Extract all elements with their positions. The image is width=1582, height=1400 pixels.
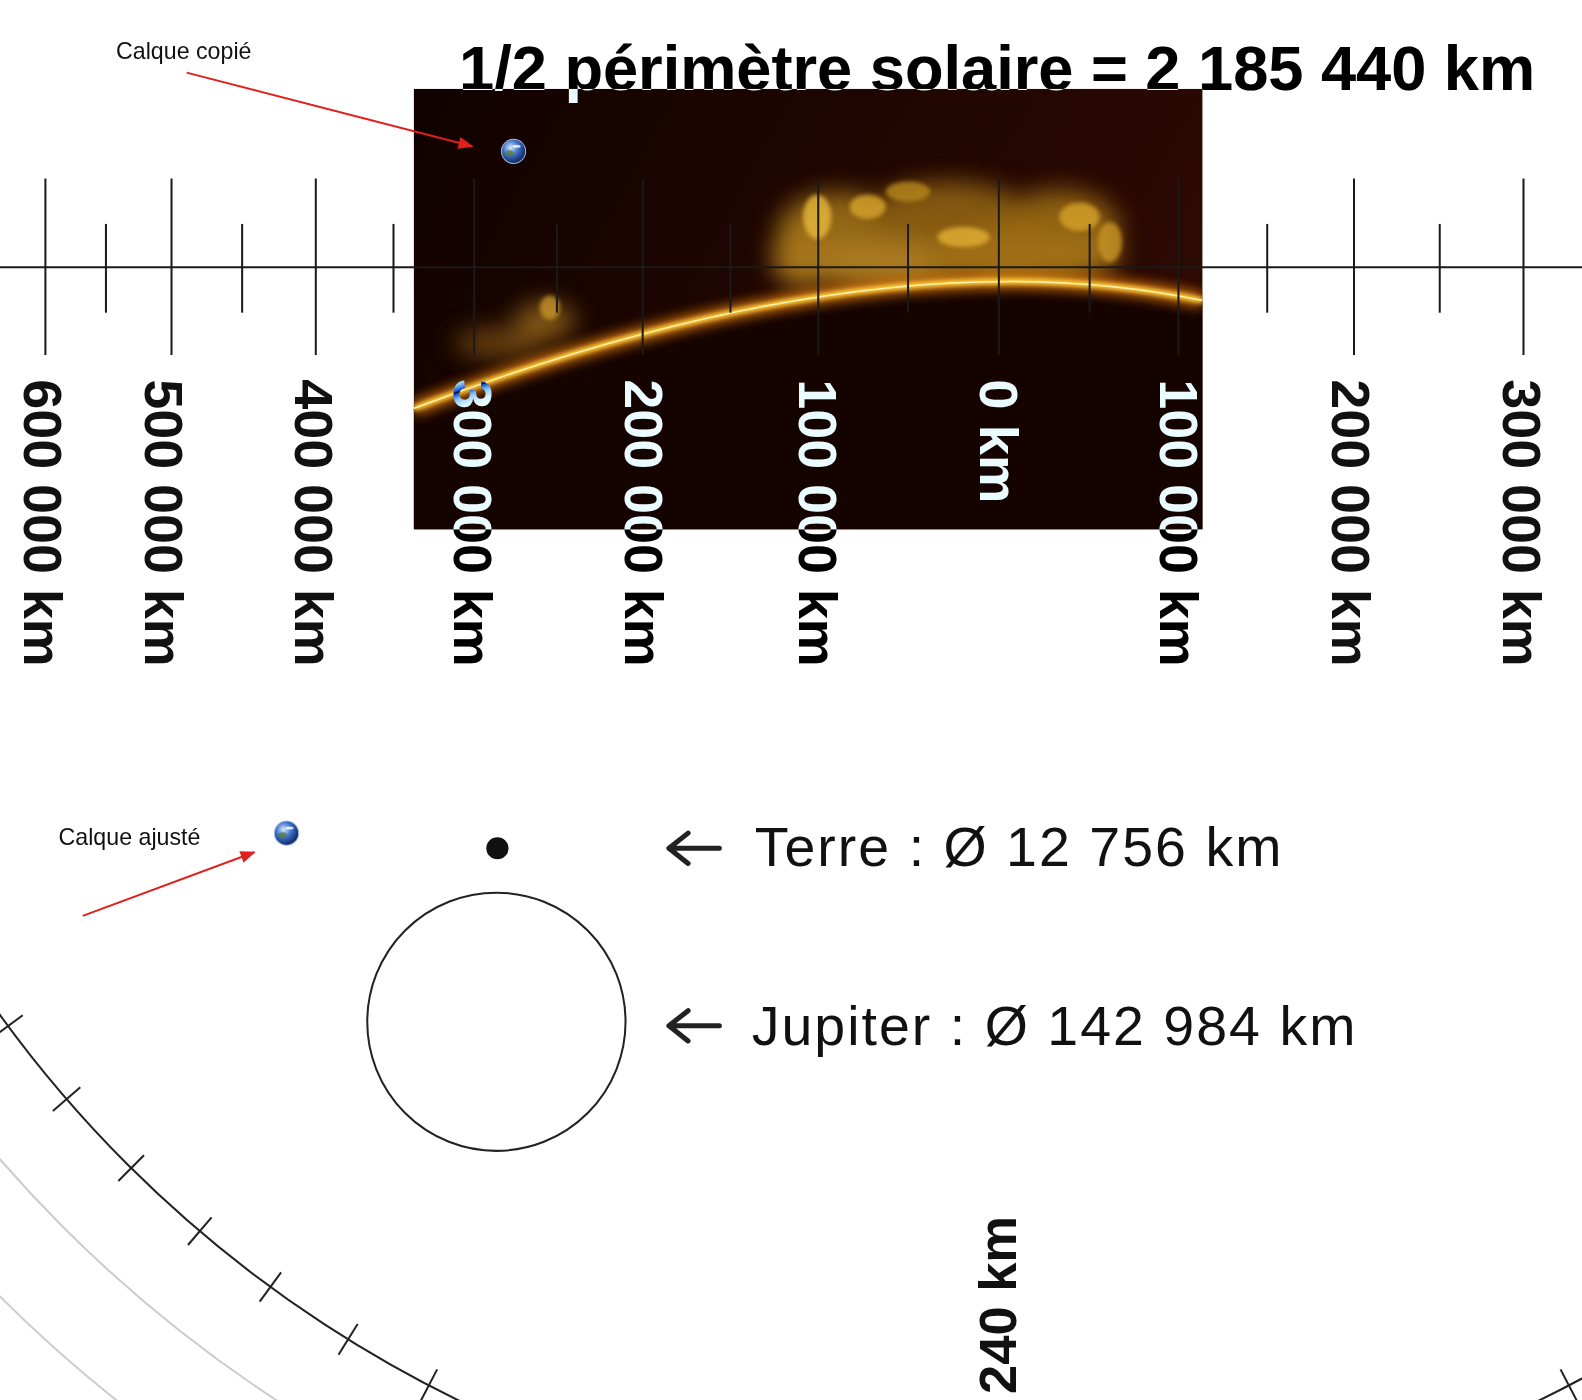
- annotation-label: Calque ajusté: [59, 824, 201, 851]
- annotation-label: Calque copié: [116, 37, 251, 64]
- earth-icon: [274, 821, 298, 845]
- arc-tick: [0, 1015, 23, 1037]
- pointer-arrow: [669, 833, 719, 1041]
- scale-label: 300 000 km: [441, 379, 503, 666]
- jupiter-circle: [367, 893, 625, 1151]
- arc-tick: [338, 1324, 357, 1355]
- arc-tick: [260, 1272, 281, 1301]
- scale-label: 100 000 km: [786, 379, 848, 666]
- scale-label: 200 000 km: [612, 379, 674, 666]
- scale-label: 100 000 km: [1147, 379, 1209, 666]
- arc-tick: [118, 1155, 144, 1181]
- title: 1/2 périmètre solaire = 2 185 440 km: [459, 32, 1535, 105]
- arc-tick: [188, 1217, 212, 1245]
- annotation-arrow: [187, 73, 473, 147]
- scale-label: 300 000 km: [1490, 379, 1552, 666]
- size-label: Terre : Ø 12 756 km: [755, 815, 1284, 879]
- arc-tick: [53, 1087, 80, 1111]
- scale-label: 200 000 km: [1319, 379, 1381, 666]
- arc-tick: [1561, 1369, 1578, 1400]
- earth-dot: [486, 837, 508, 859]
- arc-tick: [420, 1369, 437, 1400]
- earth-icon: [501, 139, 525, 163]
- scale-label: 500 000 km: [132, 379, 194, 666]
- size-label: Jupiter : Ø 142 984 km: [752, 994, 1358, 1058]
- scale-label: 0 km: [967, 379, 1030, 503]
- scale-label: 600 000 km: [11, 379, 73, 666]
- perimeter-label: 240 km: [969, 1216, 1029, 1394]
- scale-label: 400 000 km: [282, 379, 344, 666]
- scale-axis: [0, 179, 1582, 356]
- annotation-arrow: [83, 852, 255, 916]
